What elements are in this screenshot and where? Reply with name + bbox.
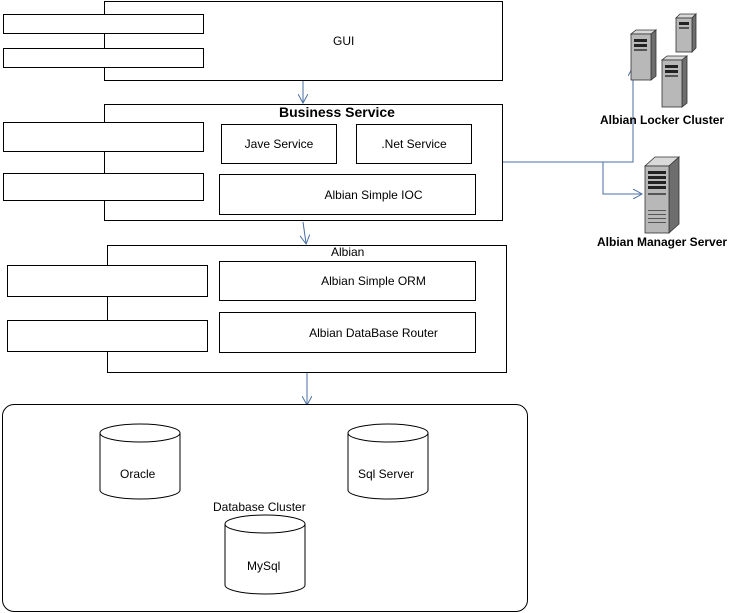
- business-side-tab-1: [3, 122, 204, 152]
- net-service-label: .Net Service: [381, 137, 447, 151]
- mysql-cylinder: [224, 514, 306, 595]
- mysql-label: MySql: [247, 559, 281, 573]
- sqlserver-label: Sql Server: [358, 467, 415, 481]
- oracle-label: Oracle: [120, 467, 156, 481]
- albian-side-tab-1: [7, 265, 208, 297]
- manager-server-icon: [643, 156, 681, 234]
- manager-server-label: Albian Manager Server: [597, 235, 728, 249]
- sqlserver-cylinder: [347, 423, 429, 500]
- java-service-box: Jave Service: [221, 124, 337, 164]
- business-service-title: Business Service: [279, 104, 395, 120]
- simple-orm-label: Albian Simple ORM: [321, 274, 426, 288]
- database-cluster-title: Database Cluster: [213, 500, 306, 514]
- connector-to-locker-cluster: [503, 68, 633, 163]
- net-service-box: .Net Service: [356, 124, 472, 164]
- business-side-tab-2: [3, 173, 204, 201]
- simple-orm-box: Albian Simple ORM: [219, 261, 476, 301]
- gui-side-tab-2: [3, 48, 204, 68]
- connector-to-manager-server: [602, 162, 641, 194]
- database-router-box: Albian DataBase Router: [219, 312, 476, 353]
- arrow-business-to-albian: [303, 221, 306, 243]
- locker-cluster-label: Albian Locker Cluster: [600, 113, 725, 127]
- simple-ioc-box: Albian Simple IOC: [219, 174, 476, 215]
- albian-side-tab-2: [7, 320, 208, 352]
- locker-server-icon-1: [629, 29, 658, 81]
- database-router-label: Albian DataBase Router: [309, 325, 438, 340]
- locker-server-icon-3: [660, 55, 689, 108]
- gui-label: GUI: [333, 34, 355, 48]
- oracle-cylinder: [99, 423, 181, 500]
- locker-server-icon-2: [675, 13, 697, 53]
- gui-side-tab-1: [3, 14, 204, 34]
- albian-title: Albian: [331, 245, 365, 259]
- simple-ioc-label: Albian Simple IOC: [324, 187, 423, 202]
- java-service-label: Jave Service: [244, 137, 314, 151]
